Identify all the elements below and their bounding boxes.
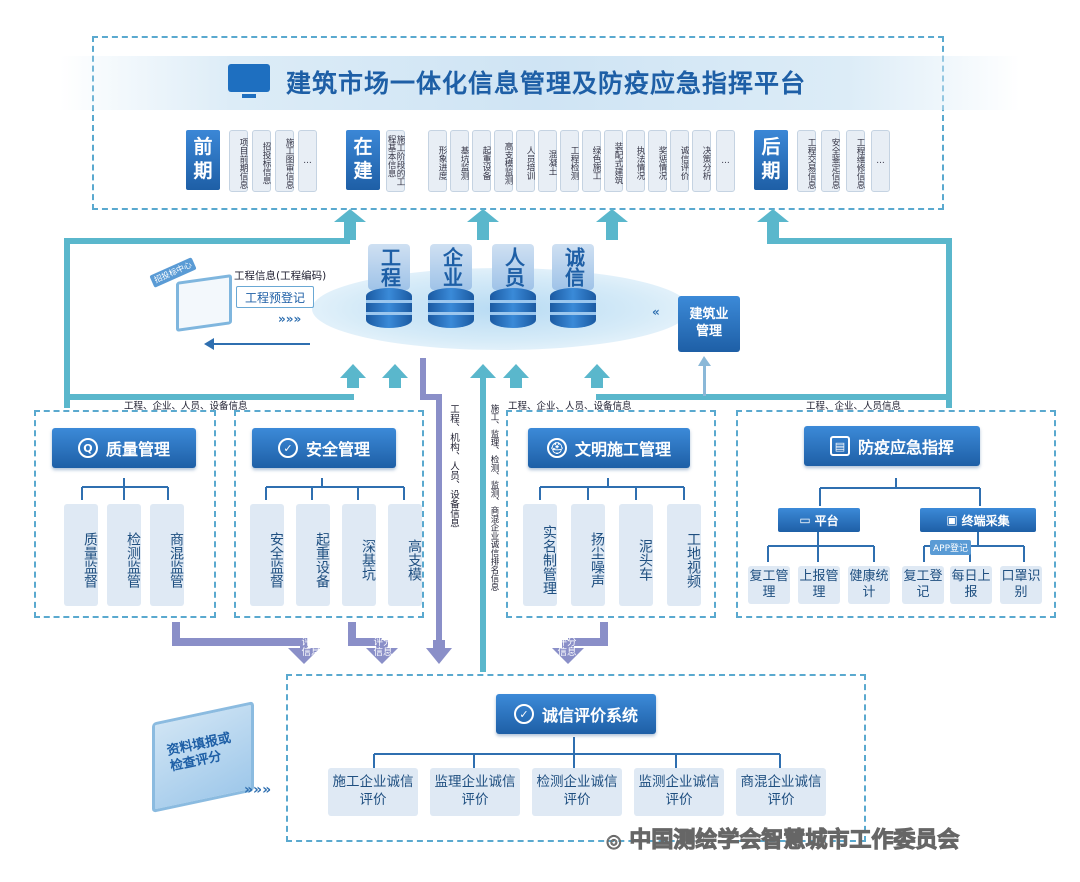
card-during-3: 基坑监测 <box>450 130 469 192</box>
db-project: 工程 <box>366 244 412 330</box>
db-credit: 诚信 <box>550 244 596 330</box>
safety-header: ✓ 安全管理 <box>252 428 396 468</box>
worker-helmet-icon: ⛑ <box>546 438 567 458</box>
watermark: ◎ 中国测绘学会智慧城市工作委员会 <box>606 828 960 854</box>
epidemic-platform-1: 复工管理 <box>748 566 790 604</box>
card-during-4: 起重设备 <box>472 130 491 192</box>
card-during-8: 工程检测 <box>560 130 579 192</box>
score-label-3: 评分信息 <box>557 637 577 659</box>
quality-item-2: 检测监管 <box>107 504 141 606</box>
app-register-tag: APP登记 <box>930 540 972 555</box>
card-during-2: 形象进度 <box>428 130 447 192</box>
screen-icon: ▭ <box>799 513 811 527</box>
card-post-more: … <box>871 130 890 192</box>
epidemic-frame <box>736 410 1056 618</box>
civil-item-2: 扬尘噪声 <box>571 504 605 606</box>
civil-header: ⛑ 文明施工管理 <box>528 428 690 468</box>
civil-item-1: 实名制管理 <box>523 504 557 606</box>
epidemic-platform-3: 健康统计 <box>848 566 890 604</box>
score-label-1: 评分信息 <box>301 637 321 659</box>
flow-label-middle: 工程、企业、人员、设备信息 <box>508 401 632 412</box>
epidemic-header: ▤ 防疫应急指挥 <box>804 426 980 466</box>
credit-header: ✓ 诚信评价系统 <box>496 694 656 734</box>
card-during-9: 绿色施工 <box>582 130 601 192</box>
safety-item-1: 安全监督 <box>250 504 284 606</box>
platform-frame <box>92 36 944 210</box>
quality-header: Q 质量管理 <box>52 428 196 468</box>
bidding-info: 工程信息(工程编码) <box>234 270 327 282</box>
safety-item-2: 起重设备 <box>296 504 330 606</box>
magnifier-icon: Q <box>77 438 98 458</box>
credit-item-5: 商混企业诚信评价 <box>736 768 826 816</box>
db-enterprise: 企业 <box>428 244 474 330</box>
card-during-13: 诚信评价 <box>670 130 689 192</box>
card-during-more: … <box>716 130 735 192</box>
card-during-10: 装配式建筑 <box>604 130 623 192</box>
industry-mgmt-box: 建筑业管理 <box>678 296 740 352</box>
credit-item-2: 监理企业诚信评价 <box>430 768 520 816</box>
civil-frame <box>506 410 716 618</box>
credit-item-3: 检测企业诚信评价 <box>532 768 622 816</box>
prereg-box: 工程预登记 <box>236 286 314 308</box>
epidemic-terminal-1: 复工登记 <box>902 566 944 604</box>
epidemic-platform-2: 上报管理 <box>798 566 840 604</box>
shield-check-icon: ✓ <box>277 438 298 458</box>
credit-frame <box>286 674 866 842</box>
quality-item-1: 质量监督 <box>64 504 98 606</box>
title-banner <box>60 56 1020 110</box>
epidemic-terminal-2: 每日上报 <box>950 566 992 604</box>
civil-item-3: 泥头车 <box>619 504 653 606</box>
quality-frame <box>34 410 216 618</box>
civil-item-4: 工地视频 <box>667 504 701 606</box>
phase-post: 后期 <box>754 130 788 190</box>
flow-label-vertical1: 工程、机构、人员、设备信息 <box>448 404 459 528</box>
bidding-arrows: »»» <box>278 312 302 326</box>
flow-label-vertical2: 施工、监理、检测、监测、商混企业诚信排名信息 <box>489 404 499 591</box>
industry-arrows: « <box>652 305 660 319</box>
db-personnel: 人员 <box>490 244 536 330</box>
wechat-icon: ◎ <box>606 831 623 853</box>
input-arrows: »»» <box>244 782 272 798</box>
card-during-12: 奖惩情况 <box>648 130 667 192</box>
card-post-2: 安全鉴定信息 <box>821 130 840 192</box>
phase-pre: 前期 <box>186 130 220 190</box>
quality-item-3: 商混监管 <box>150 504 184 606</box>
epidemic-terminal-3: 口罩识别 <box>1000 566 1042 604</box>
monitor-icon <box>228 64 270 98</box>
card-pre-more: … <box>298 130 317 192</box>
card-pre-1: 项目前期信息 <box>229 130 248 192</box>
card-pre-3: 施工图审信息 <box>275 130 294 192</box>
dashboard-icon: ▤ <box>829 436 850 456</box>
card-during-11: 执法情况 <box>626 130 645 192</box>
terminal-icon: ▣ <box>946 513 958 527</box>
safety-item-4: 高支模 <box>388 504 422 606</box>
card-during-6: 人员培训 <box>516 130 535 192</box>
credit-item-1: 施工企业诚信评价 <box>328 768 418 816</box>
epidemic-terminal-pill: ▣终端采集 <box>920 508 1036 532</box>
safety-frame <box>234 410 424 618</box>
card-post-1: 工程交易信息 <box>797 130 816 192</box>
card-during-1: 施工阶段的工程基本信息 <box>386 130 405 192</box>
phase-during: 在建 <box>346 130 380 190</box>
card-during-14: 决策分析 <box>692 130 711 192</box>
card-during-5: 高支模监测 <box>494 130 513 192</box>
card-during-7: 混凝土 <box>538 130 557 192</box>
bidding-monitor <box>176 274 232 332</box>
score-label-2: 评分信息 <box>373 637 393 659</box>
safety-item-3: 深基坑 <box>342 504 376 606</box>
page-title: 建筑市场一体化信息管理及防疫应急指挥平台 <box>286 69 807 98</box>
shield-check-icon: ✓ <box>513 704 534 724</box>
credit-item-4: 监测企业诚信评价 <box>634 768 724 816</box>
flow-label-right: 工程、企业、人员信息 <box>806 401 902 412</box>
flow-label-left: 工程、企业、人员、设备信息 <box>124 401 248 412</box>
card-post-3: 工程维修信息 <box>846 130 865 192</box>
epidemic-platform-pill: ▭平台 <box>778 508 860 532</box>
card-pre-2: 招投标信息 <box>252 130 271 192</box>
